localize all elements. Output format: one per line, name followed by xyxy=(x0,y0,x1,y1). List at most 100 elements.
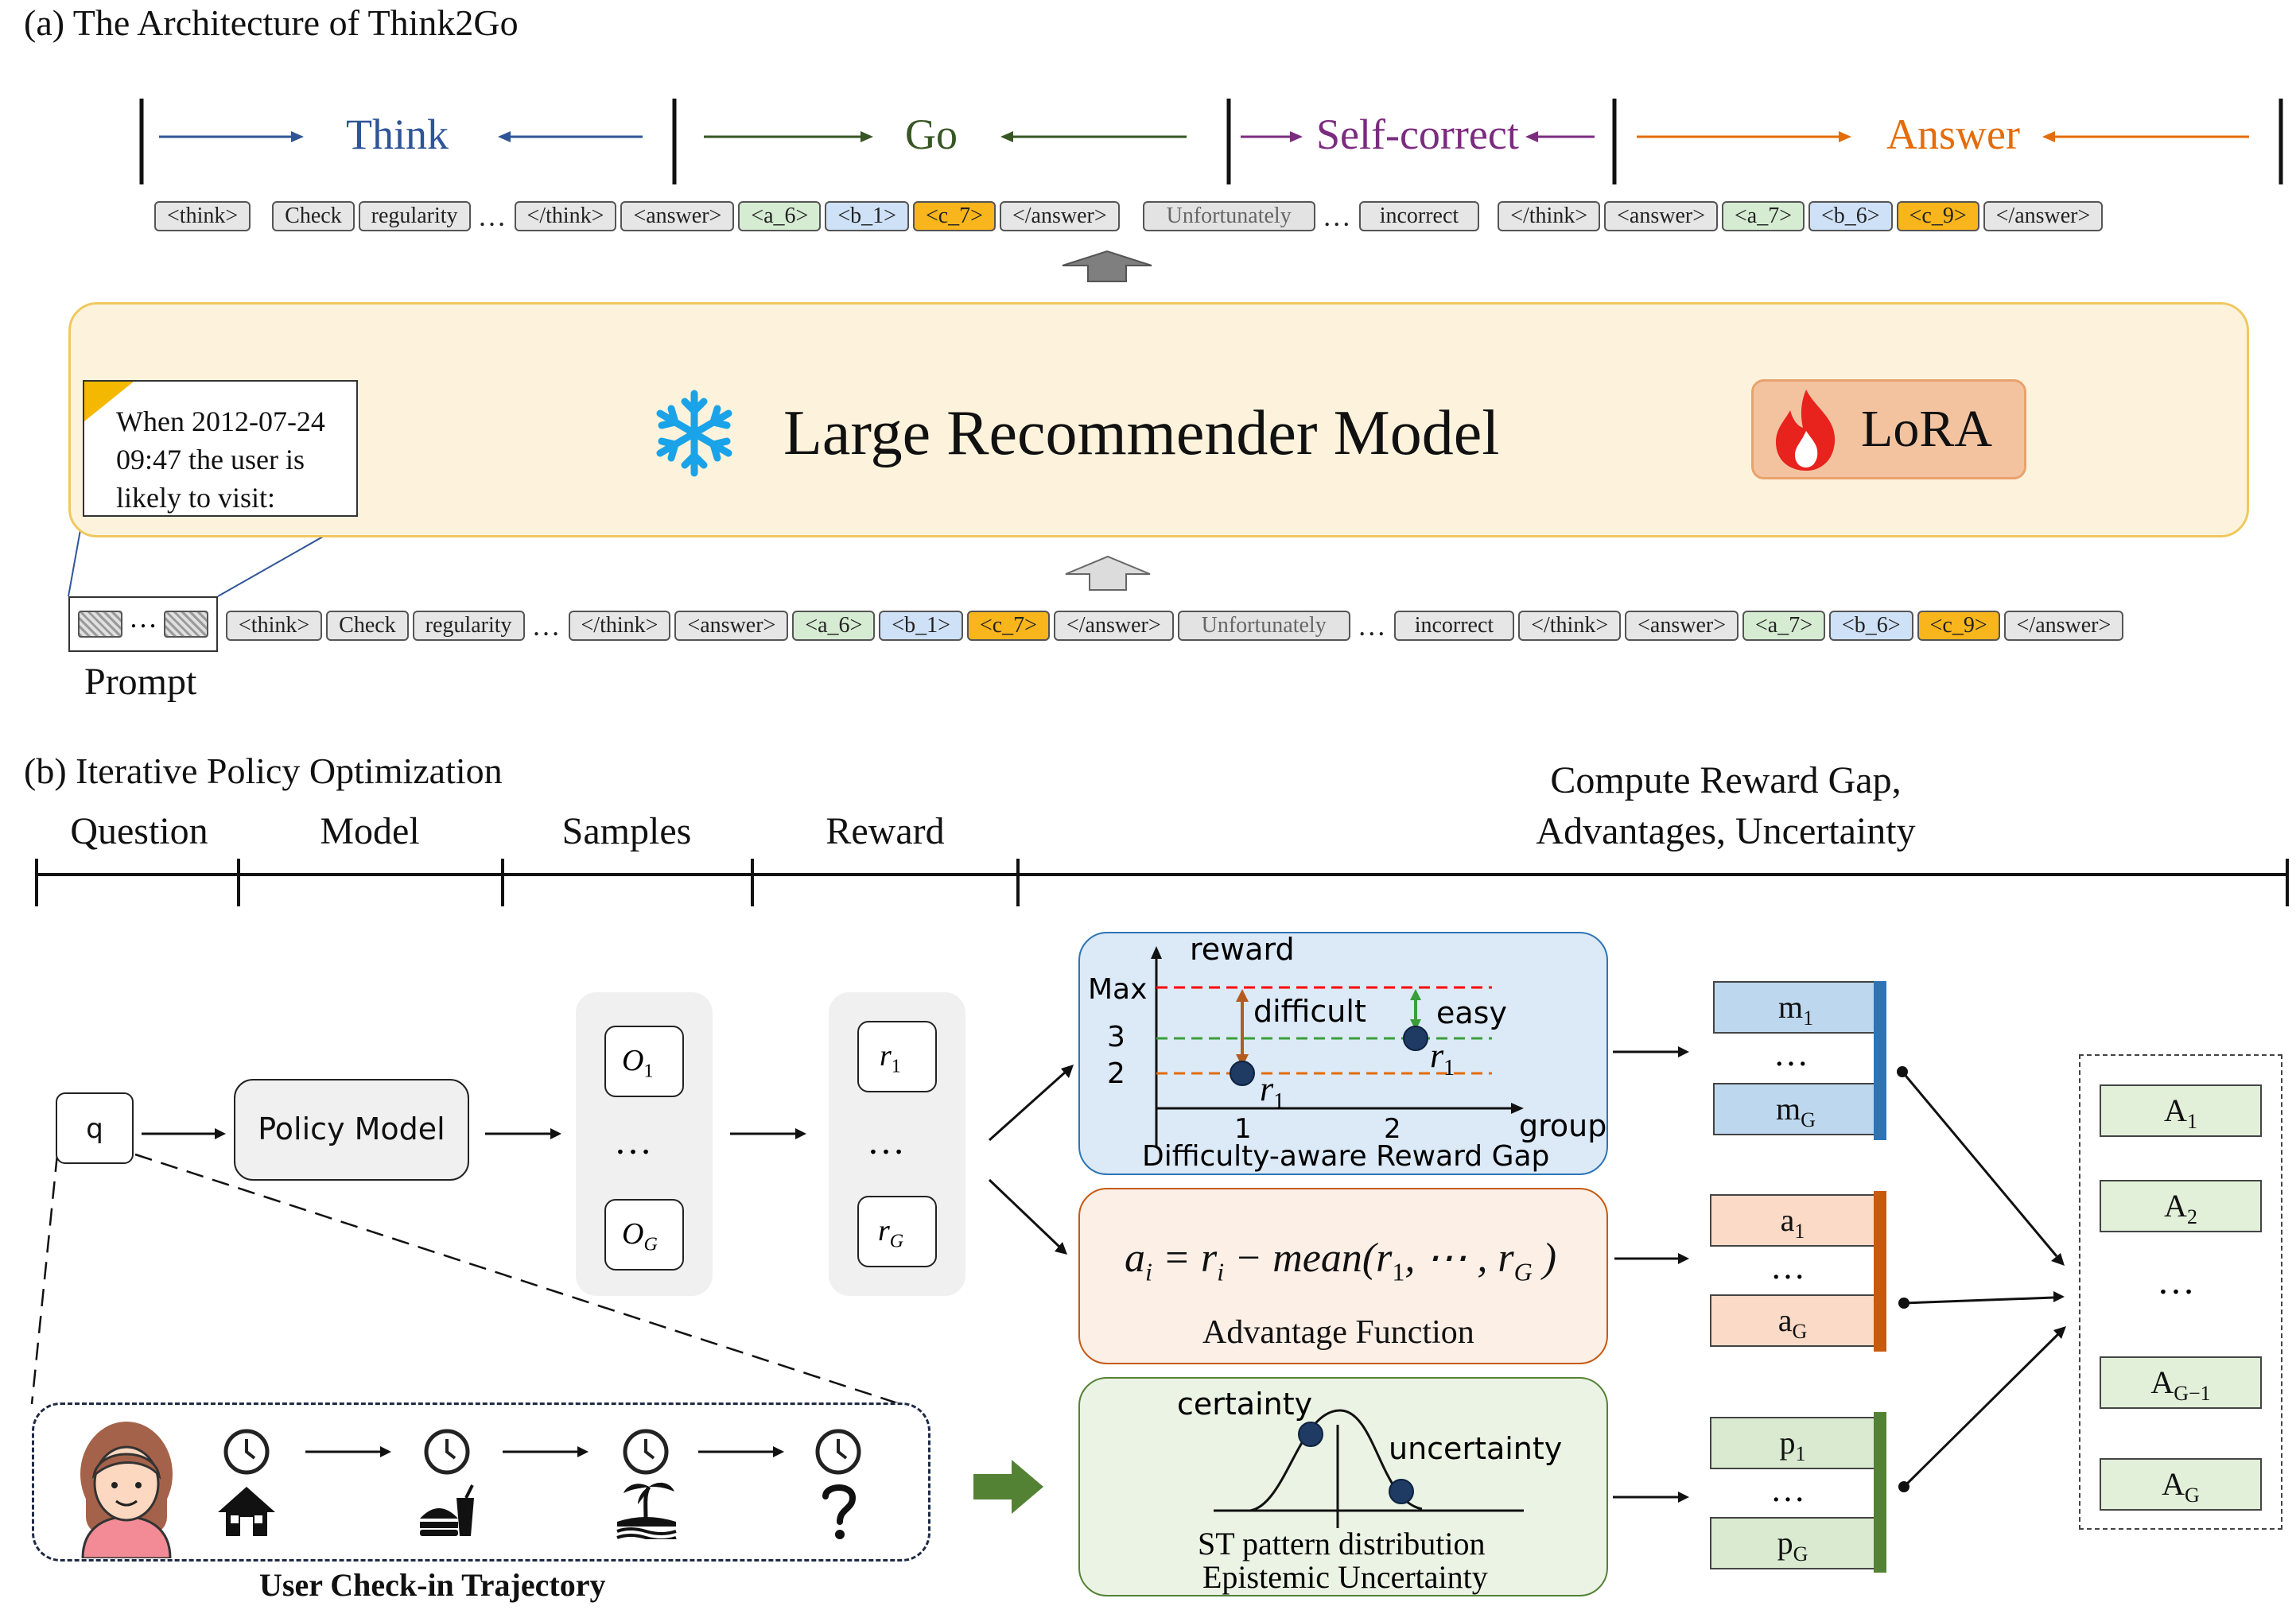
ellipsis: … xyxy=(1770,1470,1805,1509)
token: </think> xyxy=(514,201,617,231)
ellipsis: … xyxy=(2157,1260,2195,1302)
advantage-a2: A2 xyxy=(2100,1180,2262,1232)
trajectory-label: User Check-in Trajectory xyxy=(259,1567,606,1603)
token: <think> xyxy=(154,201,251,231)
compute-header-line2: Advantages, Uncertainty xyxy=(1536,810,1916,852)
group-axis-label: group xyxy=(1519,1108,1607,1143)
token: <b_6> xyxy=(1829,611,1913,641)
clock-icon xyxy=(623,1429,669,1475)
snowflake-icon xyxy=(656,390,732,477)
clock-icon xyxy=(815,1429,861,1475)
token: <a_6> xyxy=(738,201,822,231)
token: </answer> xyxy=(1053,611,1174,641)
token: <b_1> xyxy=(879,611,963,641)
question-mark-icon xyxy=(822,1484,857,1539)
advantage-a1: A1 xyxy=(2100,1084,2262,1137)
certainty-label: certainty xyxy=(1177,1387,1313,1422)
trajectory-panel xyxy=(32,1402,930,1562)
p-g-label: pG xyxy=(1710,1517,1875,1569)
stage-question: Question xyxy=(70,810,208,852)
prompt-token-placeholder xyxy=(164,611,208,638)
p-bar xyxy=(1874,1412,1886,1573)
prompt-token-placeholder xyxy=(78,611,122,638)
policy-model-label: Policy Model xyxy=(258,1111,445,1146)
level-2: 2 xyxy=(1107,1057,1125,1090)
token: incorrect xyxy=(1393,611,1515,641)
callout-corner-mark xyxy=(84,382,134,421)
ellipsis: … xyxy=(867,1120,905,1162)
part-a-lines xyxy=(68,99,2283,597)
large-recommender-model-box xyxy=(68,302,2249,537)
uncertainty-chart xyxy=(1214,1409,1524,1528)
difficult-label: difficult xyxy=(1253,994,1366,1029)
token: <c_7> xyxy=(912,201,996,231)
token: incorrect xyxy=(1358,201,1480,231)
advantage-ag-1: AG−1 xyxy=(2100,1356,2262,1409)
token: <a_7> xyxy=(1742,611,1826,641)
m-1-label: m1 xyxy=(1713,981,1878,1034)
part-a-title: (a) The Architecture of Think2Go xyxy=(24,2,519,43)
advantage-ag: AG xyxy=(2100,1458,2262,1511)
a-bar xyxy=(1874,1191,1886,1352)
token: regularity xyxy=(412,611,525,641)
prompt-callout: When 2012-07-24 09:47 the user is likely… xyxy=(83,380,358,517)
fast-food-icon xyxy=(420,1484,474,1536)
token: <a_6> xyxy=(792,611,876,641)
beach-icon xyxy=(616,1482,677,1539)
token: <b_6> xyxy=(1808,201,1893,231)
ellipsis: … xyxy=(477,200,507,232)
lora-label: LoRA xyxy=(1861,400,1992,458)
compute-header-line1: Compute Reward Gap, xyxy=(1550,759,1902,801)
token: <c_7> xyxy=(966,611,1050,641)
phase-think: Think xyxy=(346,111,449,158)
advantage-caption: Advantage Function xyxy=(1202,1314,1474,1351)
a-1-label: a1 xyxy=(1710,1194,1875,1247)
point-r1-label: r1 xyxy=(1260,1069,1285,1114)
reward-rg: rG xyxy=(878,1214,904,1252)
reward-r1-box xyxy=(857,1021,937,1092)
advantage-panel xyxy=(1078,1188,1608,1364)
sample-o1: O1 xyxy=(622,1044,654,1082)
token: <answer> xyxy=(1625,611,1739,641)
level-max: Max xyxy=(1088,973,1148,1006)
token: </answer> xyxy=(1983,201,2104,231)
sample-og-box xyxy=(604,1199,684,1271)
ellipsis: … xyxy=(1357,610,1386,642)
clock-icon xyxy=(223,1429,270,1475)
m-g-label: mG xyxy=(1713,1083,1878,1135)
token: <answer> xyxy=(620,201,735,231)
reward-gap-caption: Difficulty-aware Reward Gap xyxy=(1142,1140,1550,1173)
easy-label: easy xyxy=(1436,995,1507,1030)
reward-gap-chart xyxy=(1151,946,1524,1146)
token: </answer> xyxy=(2003,611,2124,641)
ellipsis: … xyxy=(614,1120,652,1162)
reward-rg-box xyxy=(857,1196,937,1267)
ellipsis: … xyxy=(1773,1034,1808,1073)
x-tick-2: 2 xyxy=(1384,1113,1401,1145)
token: regularity xyxy=(358,201,471,231)
token: Check xyxy=(272,201,355,231)
p-1-label: p1 xyxy=(1710,1417,1875,1469)
model-title: Large Recommender Model xyxy=(783,398,1500,468)
policy-model-box xyxy=(234,1079,469,1181)
part-b-title: (b) Iterative Policy Optimization xyxy=(24,751,503,791)
phase-go: Go xyxy=(905,111,958,158)
token: Unfortunately xyxy=(1142,201,1315,231)
ellipsis: … xyxy=(531,610,561,642)
token: </answer> xyxy=(999,201,1120,231)
reward-r1: r1 xyxy=(880,1039,901,1077)
sample-og: OG xyxy=(622,1217,658,1255)
m-bar xyxy=(1874,981,1886,1140)
reward-axis-label: reward xyxy=(1190,932,1295,967)
token: Unfortunately xyxy=(1177,611,1350,641)
point-r1-label: r1 xyxy=(1430,1036,1455,1080)
token: <think> xyxy=(226,611,323,641)
output-token-row: <think> Check regularity … </think> <ans… xyxy=(154,201,2107,231)
ellipsis: … xyxy=(1770,1247,1805,1286)
a-g-label: aG xyxy=(1710,1294,1875,1347)
advantage-formula: ai = ri − mean(r1, ⋯ , rG ) xyxy=(1125,1236,1557,1286)
stage-samples: Samples xyxy=(561,810,692,852)
token: <answer> xyxy=(674,611,789,641)
prompt-label: Prompt xyxy=(84,661,197,703)
